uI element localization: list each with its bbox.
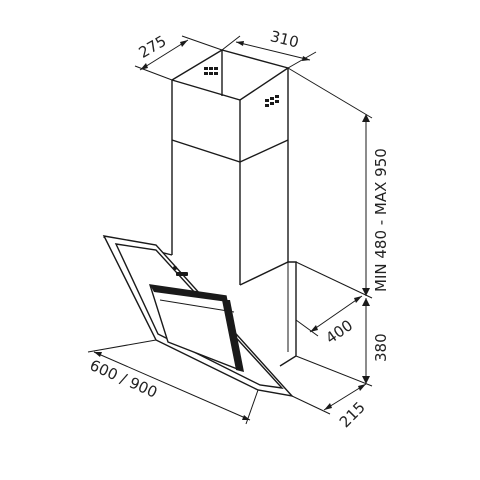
indicator-light-icon	[173, 266, 177, 270]
label-glass-height: 380	[372, 333, 390, 362]
dim-chimney-height: MIN 480 - MAX 950	[287, 67, 390, 299]
dim-chimney-width: 310	[221, 27, 317, 69]
chimney-top	[171, 49, 290, 101]
label-chimney-height: MIN 480 - MAX 950	[372, 148, 390, 292]
dim-body-depth-top: 400	[295, 295, 363, 347]
dim-chimney-depth: 275	[134, 32, 223, 81]
chimney-body	[171, 68, 289, 285]
filter-panel	[148, 266, 244, 372]
label-chimney-depth: 275	[136, 32, 170, 62]
vent-grille-right	[265, 95, 279, 107]
label-chimney-width: 310	[268, 27, 300, 51]
dim-body-depth-bottom: 215	[291, 383, 369, 431]
dim-glass-height: 380	[295, 298, 390, 387]
label-body-depth-top: 400	[322, 316, 356, 347]
label-body-depth-bottom: 215	[336, 398, 369, 431]
control-button-icon	[176, 272, 188, 276]
vent-grille-left	[204, 67, 218, 75]
label-width: 600 / 900	[87, 356, 160, 402]
